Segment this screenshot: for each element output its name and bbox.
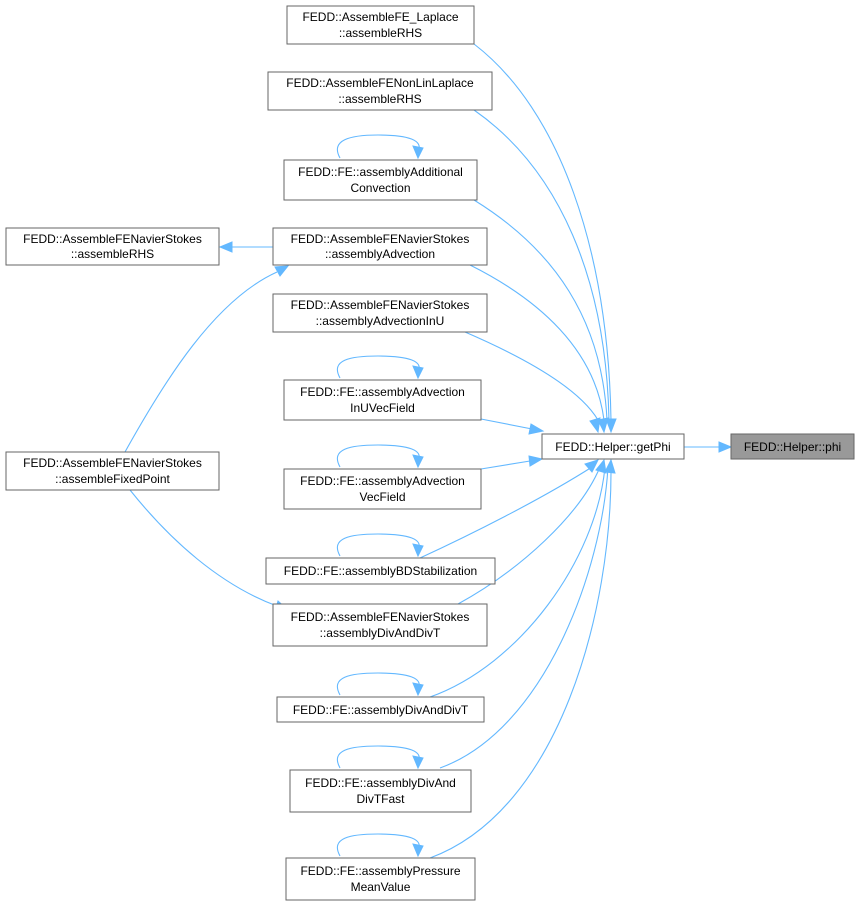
svg-text:FEDD::FE::assemblyDivAnd: FEDD::FE::assemblyDivAnd <box>305 776 456 790</box>
node-navierstokes-assemblydivanddivt[interactable]: FEDD::AssembleFENavierStokes ::assemblyD… <box>272 603 488 647</box>
svg-text:::assembleRHS: ::assembleRHS <box>71 247 154 261</box>
svg-text:FEDD::Helper::getPhi: FEDD::Helper::getPhi <box>555 440 670 454</box>
svg-text:FEDD::FE::assemblyAdvection: FEDD::FE::assemblyAdvection <box>300 385 465 399</box>
svg-text:FEDD::FE::assemblyAdvection: FEDD::FE::assemblyAdvection <box>300 474 465 488</box>
node-assemblefenonlinlaplace-assemblerhs[interactable]: FEDD::AssembleFENonLinLaplace ::assemble… <box>267 71 493 111</box>
arrowhead-icon <box>412 145 424 160</box>
arrowhead-icon <box>412 682 424 697</box>
arrowhead-icon <box>597 417 609 434</box>
arrowhead-icon <box>274 265 290 277</box>
svg-text:FEDD::AssembleFENavierStokes: FEDD::AssembleFENavierStokes <box>291 298 470 312</box>
edge-nonlin-getphi <box>473 109 610 421</box>
svg-text:FEDD::AssembleFENavierStokes: FEDD::AssembleFENavierStokes <box>23 232 202 246</box>
svg-text:Convection: Convection <box>350 181 410 195</box>
edge-advvec-getphi <box>480 460 531 470</box>
self-loop-advinu <box>336 355 420 379</box>
node-fe-assemblypressuremeanvalue[interactable]: FEDD::FE::assemblyPressure MeanValue <box>285 857 476 901</box>
svg-text:InUVecField: InUVecField <box>350 401 415 415</box>
edge-fixed-nsadv <box>124 271 278 453</box>
nodes: FEDD::AssembleFE_Laplace ::assembleRHS F… <box>5 5 855 901</box>
edges <box>124 43 733 859</box>
svg-text:FEDD::Helper::phi: FEDD::Helper::phi <box>744 440 841 454</box>
arrowhead-icon <box>595 458 607 474</box>
node-assemblefe-laplace-assemblerhs[interactable]: FEDD::AssembleFE_Laplace ::assembleRHS <box>286 5 475 45</box>
svg-text:::assembleFixedPoint: ::assembleFixedPoint <box>55 472 170 486</box>
svg-text:::assemblyAdvection: ::assemblyAdvection <box>325 247 435 261</box>
svg-text:FEDD::FE::assemblyAdditional: FEDD::FE::assemblyAdditional <box>298 165 463 179</box>
node-fe-assemblyadvectionvecfield[interactable]: FEDD::FE::assemblyAdvection VecField <box>283 468 482 510</box>
arrowhead-icon <box>412 755 424 770</box>
edge-bd-getphi <box>419 466 593 559</box>
node-navierstokes-assemblerhs[interactable]: FEDD::AssembleFENavierStokes ::assembleR… <box>5 227 220 266</box>
edge-addconv-getphi <box>473 199 608 421</box>
arrowhead-icon <box>412 843 424 858</box>
node-navierstokes-assemblyadvectioninu[interactable]: FEDD::AssembleFENavierStokes ::assemblyA… <box>272 293 488 333</box>
node-fe-assemblydivanddivt[interactable]: FEDD::FE::assemblyDivAndDivT <box>276 696 485 723</box>
arrowhead-icon <box>718 441 733 453</box>
svg-text:DivTFast: DivTFast <box>357 792 406 806</box>
edge-press-getphi <box>429 466 612 859</box>
node-fe-assemblydivanddivtfast[interactable]: FEDD::FE::assemblyDivAnd DivTFast <box>289 769 472 813</box>
svg-text:FEDD::AssembleFE_Laplace: FEDD::AssembleFE_Laplace <box>302 10 458 24</box>
svg-text:FEDD::FE::assemblyBDStabilizat: FEDD::FE::assemblyBDStabilization <box>284 564 477 578</box>
svg-text:FEDD::AssembleFENavierStokes: FEDD::AssembleFENavierStokes <box>23 456 202 470</box>
node-navierstokes-assemblyadvection[interactable]: FEDD::AssembleFENavierStokes ::assemblyA… <box>272 227 488 266</box>
self-loop-press <box>336 833 420 857</box>
arrowhead-icon <box>589 417 601 434</box>
edge-fediv-getphi <box>429 466 606 698</box>
arrowhead-icon <box>412 543 424 558</box>
edge-advinu-getphi <box>480 418 533 430</box>
edge-nsadvu-getphi <box>464 331 599 421</box>
self-loop-fediv <box>336 672 420 696</box>
svg-text:::assembleRHS: ::assembleRHS <box>338 92 421 106</box>
self-loop-bd <box>336 533 420 557</box>
svg-text:VecField: VecField <box>359 490 405 504</box>
arrowhead-icon <box>604 458 616 474</box>
svg-text:MeanValue: MeanValue <box>351 880 411 894</box>
arrowhead-icon <box>412 365 424 380</box>
node-fe-assemblybdstabilization[interactable]: FEDD::FE::assemblyBDStabilization <box>265 557 496 585</box>
svg-text:FEDD::FE::assemblyPressure: FEDD::FE::assemblyPressure <box>300 864 460 878</box>
node-fe-assemblyadditionalconvection[interactable]: FEDD::FE::assemblyAdditional Convection <box>283 159 478 201</box>
arrowhead-icon <box>412 454 424 469</box>
svg-text:::assemblyAdvectionInU: ::assemblyAdvectionInU <box>316 314 445 328</box>
edge-fixed-nsdiv <box>129 489 278 607</box>
edge-laplace-getphi <box>473 43 612 421</box>
self-loop-divfast <box>336 745 420 769</box>
edge-nsadv-getphi <box>469 264 605 421</box>
self-loop-addconv <box>336 134 420 159</box>
node-fe-assemblyadvectioninuvecfield[interactable]: FEDD::FE::assemblyAdvection InUVecField <box>283 379 482 421</box>
node-helper-phi-current[interactable]: FEDD::Helper::phi <box>730 433 855 460</box>
arrowhead-icon <box>605 418 617 434</box>
node-navierstokes-assemblefixedpoint[interactable]: FEDD::AssembleFENavierStokes ::assembleF… <box>5 451 220 491</box>
self-loop-advvec <box>336 444 420 468</box>
arrowhead-icon <box>218 241 233 253</box>
node-helper-getphi[interactable]: FEDD::Helper::getPhi <box>541 433 685 460</box>
edge-divfast-getphi <box>439 466 609 769</box>
svg-text:FEDD::AssembleFENavierStokes: FEDD::AssembleFENavierStokes <box>291 610 470 624</box>
svg-text:FEDD::AssembleFENonLinLaplace: FEDD::AssembleFENonLinLaplace <box>286 76 474 90</box>
arrowhead-icon <box>528 455 544 467</box>
svg-text:FEDD::FE::assemblyDivAndDivT: FEDD::FE::assemblyDivAndDivT <box>293 703 469 717</box>
arrowhead-icon <box>528 423 545 435</box>
svg-text:::assemblyDivAndDivT: ::assemblyDivAndDivT <box>320 626 441 640</box>
arrowhead-icon <box>584 459 599 473</box>
svg-text:::assembleRHS: ::assembleRHS <box>339 26 422 40</box>
edge-nsdiv-getphi <box>457 466 601 605</box>
svg-text:FEDD::AssembleFENavierStokes: FEDD::AssembleFENavierStokes <box>291 232 470 246</box>
